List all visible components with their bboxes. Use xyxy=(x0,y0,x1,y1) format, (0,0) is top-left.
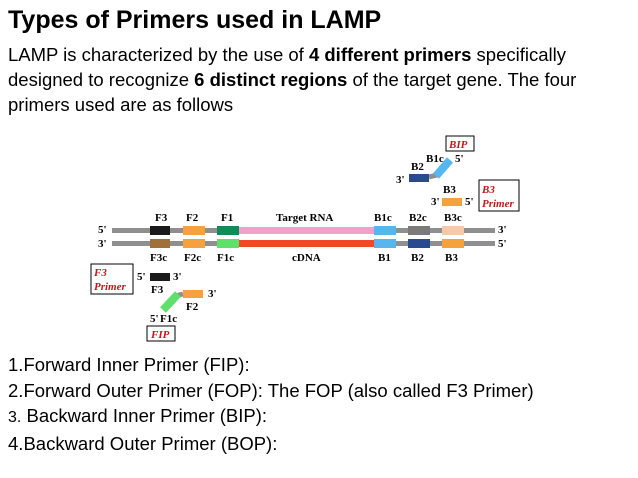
label-f3: F3 xyxy=(155,212,168,224)
label-b3c: B3c xyxy=(444,212,462,224)
list-item: 2.Forward Outer Primer (FOP): The FOP (a… xyxy=(8,378,534,404)
bip-b2-label: B2 xyxy=(411,161,424,173)
list-number: 3. xyxy=(8,409,22,426)
label-b2c: B2c xyxy=(409,212,427,224)
fip-f1c-segment xyxy=(160,291,181,313)
fip-box-label: FIP xyxy=(150,329,170,341)
strand-end-bottom-right: 5' xyxy=(498,238,507,250)
list-item: 4.Backward Outer Primer (BOP): xyxy=(8,431,534,457)
f3-primer-left-end: 5' xyxy=(137,271,146,283)
fip-f2-label: F2 xyxy=(186,301,199,313)
strand-end-bottom-left: 3' xyxy=(98,238,107,250)
list-item: 3. Backward Inner Primer (BIP): xyxy=(8,403,534,431)
fip-f1c-label: F1c xyxy=(160,313,177,325)
list-number: 4. xyxy=(8,432,24,454)
f3-primer-box-line1: F3 xyxy=(93,267,107,279)
list-text: Forward Outer Primer (FOP): The FOP (als… xyxy=(23,379,534,401)
b3-primer-box xyxy=(478,179,520,212)
intro-bold-primers: 4 different primers xyxy=(308,44,472,65)
bip-b2-end: 3' xyxy=(396,174,405,186)
segment-cdna xyxy=(239,240,374,247)
segment-b1 xyxy=(374,239,396,248)
label-f3c: F3c xyxy=(150,252,167,264)
segment-f2c xyxy=(183,239,205,248)
label-f2c: F2c xyxy=(184,252,201,264)
strand-end-top-left: 5' xyxy=(98,224,107,236)
label-f1: F1 xyxy=(221,212,233,224)
segment-f1 xyxy=(217,226,239,235)
primer-list: 1.Forward Inner Primer (FIP): 2.Forward … xyxy=(8,352,534,456)
f3-primer-box xyxy=(90,263,134,295)
b3-left-end: 3' xyxy=(431,196,440,208)
fip-f2-end: 3' xyxy=(208,288,217,300)
bip-b1c-label: B1c xyxy=(426,153,444,165)
list-text: Backward Outer Primer (BOP): xyxy=(23,432,278,454)
segment-f1c xyxy=(217,239,239,248)
f3-primer-box-line2: Primer xyxy=(94,281,126,293)
label-target-rna: Target RNA xyxy=(276,212,333,224)
bip-box xyxy=(445,135,475,152)
intro-text-3: of the target gene. The four primers use… xyxy=(8,69,577,115)
label-b2: B2 xyxy=(411,252,424,264)
list-item: 1.Forward Inner Primer (FIP): xyxy=(8,352,534,378)
list-text: Backward Inner Primer (BIP): xyxy=(21,405,268,426)
label-b1: B1 xyxy=(378,252,391,264)
segment-f3 xyxy=(150,226,170,235)
label-b3: B3 xyxy=(445,252,458,264)
label-b1c: B1c xyxy=(374,212,392,224)
segment-target-rna xyxy=(239,227,374,234)
fip-f1c-end: 5' xyxy=(150,313,159,325)
bip-b2-segment xyxy=(409,174,429,182)
b3-primer-segment xyxy=(442,198,462,206)
bip-b1c-segment xyxy=(432,157,454,179)
f3-primer-segment xyxy=(150,273,170,281)
intro-paragraph: LAMP is characterized by the use of 4 di… xyxy=(8,42,633,117)
segment-b3c xyxy=(442,226,464,235)
b3-primer-label: B3 xyxy=(443,184,456,196)
bip-b1c-end: 5' xyxy=(455,153,464,165)
b3-right-end: 5' xyxy=(465,196,474,208)
fip-box xyxy=(146,325,176,342)
b3-primer-box-line2: Primer xyxy=(482,198,514,210)
b3-primer-box-line1: B3 xyxy=(481,184,495,196)
list-number: 1. xyxy=(8,354,24,375)
segment-f2 xyxy=(183,226,205,235)
segment-b1c xyxy=(374,226,396,235)
label-f2: F2 xyxy=(186,212,199,224)
slide-title: Types of Primers used in LAMP xyxy=(8,6,382,34)
label-cdna: cDNA xyxy=(292,252,321,264)
bip-box-label: BIP xyxy=(448,139,468,151)
f3-primer-right-end: 3' xyxy=(173,271,182,283)
intro-bold-regions: 6 distinct regions xyxy=(194,69,348,90)
intro-text-1: LAMP is characterized by the use of xyxy=(8,44,309,65)
fip-f2-segment xyxy=(183,290,203,298)
f3-primer-label: F3 xyxy=(151,284,164,296)
intro-text-2: specifically designed to recognize xyxy=(8,44,566,90)
list-text: Forward Inner Primer (FIP): xyxy=(23,354,250,375)
segment-b2 xyxy=(408,239,430,248)
segment-b2c xyxy=(408,226,430,235)
segment-b3 xyxy=(442,239,464,248)
label-f1c: F1c xyxy=(217,252,234,264)
strand-end-top-right: 3' xyxy=(498,224,507,236)
list-number: 2. xyxy=(8,379,24,401)
segment-f3c xyxy=(150,239,170,248)
